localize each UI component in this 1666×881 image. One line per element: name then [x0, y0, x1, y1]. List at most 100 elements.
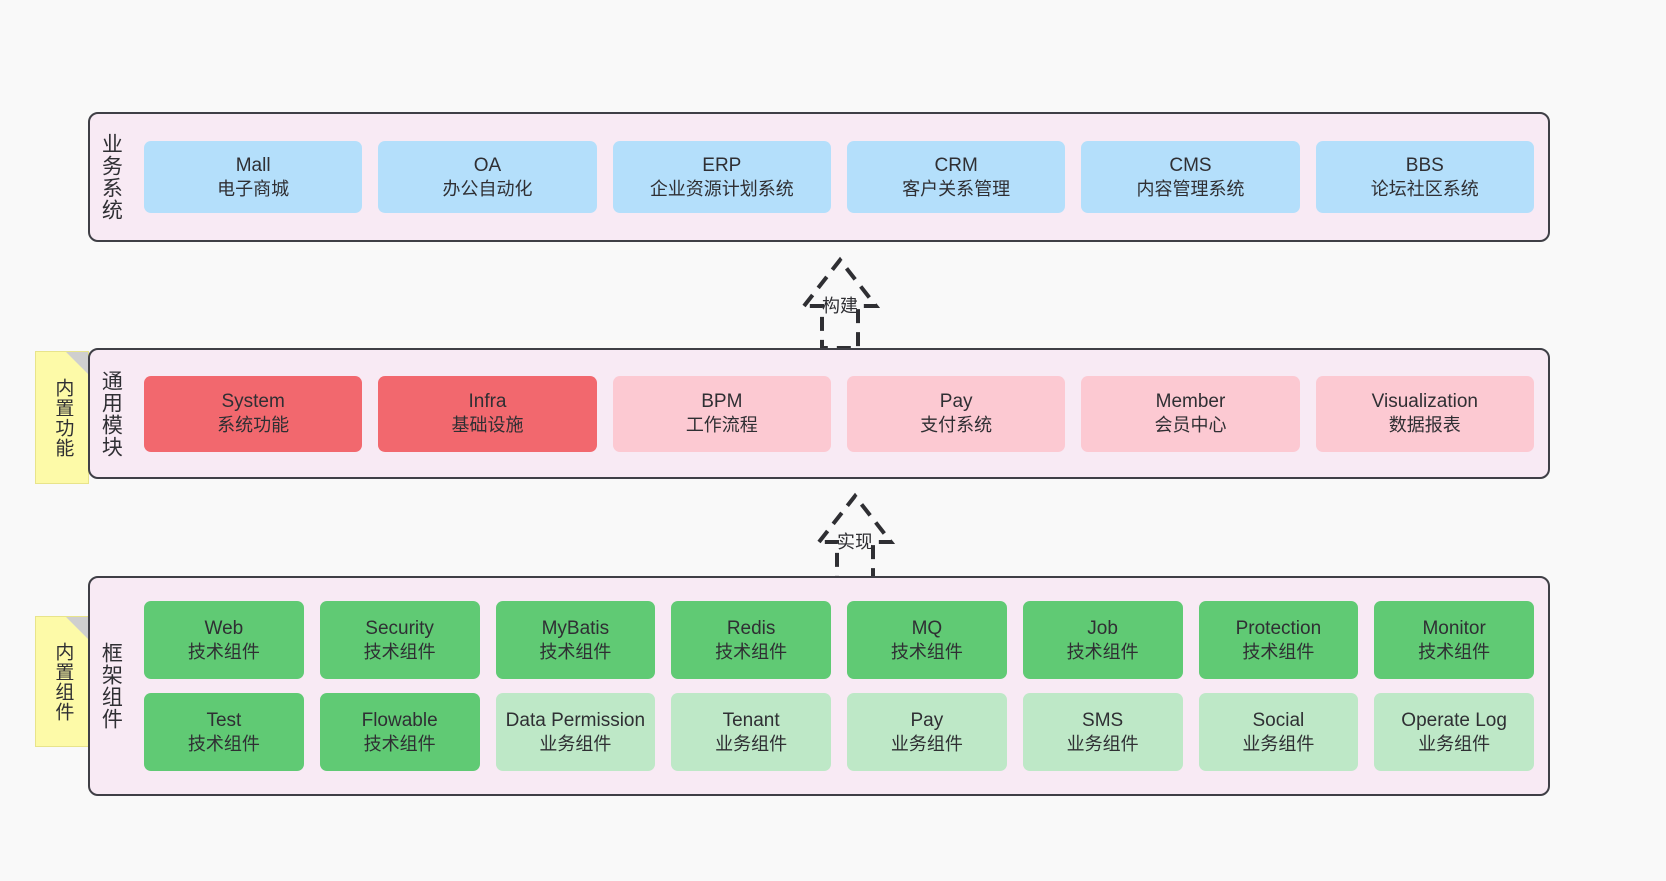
- node-crm-en: CRM: [934, 154, 978, 176]
- node-test-cn: 技术组件: [187, 733, 260, 754]
- node-oa-en: OA: [473, 154, 502, 176]
- layer-framework-row-1: Web 技术组件 Security 技术组件 MyBatis 技术组件 Redi…: [144, 601, 1534, 679]
- node-pay-component-cn: 业务组件: [890, 733, 963, 754]
- node-visualization-en: Visualization: [1371, 391, 1478, 413]
- node-security-en: Security: [365, 617, 434, 639]
- layer-business-row-1: Mall 电子商城 OA 办公自动化 ERP 企业资源计划系统 CRM 客户关系…: [144, 141, 1534, 213]
- node-cms-en: CMS: [1169, 154, 1212, 176]
- node-flowable-en: Flowable: [361, 709, 438, 731]
- node-flowable-cn: 技术组件: [363, 733, 436, 754]
- node-test[interactable]: Test 技术组件: [144, 693, 304, 771]
- node-web-en: Web: [204, 617, 244, 639]
- layer-title-business: 业务系统: [99, 133, 123, 221]
- connector-build: 构建: [755, 252, 925, 350]
- node-web-cn: 技术组件: [187, 641, 260, 662]
- dashed-hollow-arrow-up-icon: [814, 492, 896, 586]
- layer-framework-components: 框架组件 Web 技术组件 Security 技术组件 MyBatis 技术组件…: [88, 576, 1550, 796]
- node-redis-cn: 技术组件: [715, 641, 788, 662]
- dashed-hollow-arrow-up-icon: [799, 256, 881, 350]
- node-pay-module-cn: 支付系统: [920, 415, 993, 436]
- layer-title-framework: 框架组件: [99, 642, 123, 730]
- node-monitor-en: Monitor: [1422, 617, 1486, 639]
- node-bbs-cn: 论坛社区系统: [1370, 178, 1479, 199]
- node-sms-en: SMS: [1082, 709, 1124, 731]
- node-sms[interactable]: SMS 业务组件: [1022, 693, 1183, 771]
- layer-title-common: 通用模块: [99, 369, 123, 458]
- node-security-cn: 技术组件: [363, 641, 436, 662]
- node-operate-log-en: Operate Log: [1401, 709, 1507, 731]
- node-bbs[interactable]: BBS 论坛社区系统: [1315, 141, 1534, 213]
- node-oa-cn: 办公自动化: [442, 178, 533, 199]
- node-mall-en: Mall: [235, 154, 271, 176]
- node-mybatis[interactable]: MyBatis 技术组件: [495, 601, 656, 679]
- node-pay-module[interactable]: Pay 支付系统: [846, 375, 1066, 452]
- node-redis[interactable]: Redis 技术组件: [671, 601, 831, 679]
- node-mall-cn: 电子商城: [217, 178, 290, 199]
- node-mybatis-cn: 技术组件: [539, 641, 612, 662]
- node-job-en: Job: [1087, 617, 1118, 639]
- node-member-en: Member: [1155, 391, 1226, 413]
- node-crm-cn: 客户关系管理: [902, 178, 1011, 199]
- layer-body-business: Mall 电子商城 OA 办公自动化 ERP 企业资源计划系统 CRM 客户关系…: [130, 114, 1548, 240]
- node-pay-component[interactable]: Pay 业务组件: [847, 693, 1007, 771]
- note-builtin-features: 内置功能: [35, 351, 89, 484]
- node-web[interactable]: Web 技术组件: [144, 601, 304, 679]
- node-job[interactable]: Job 技术组件: [1022, 601, 1183, 679]
- note-builtin-features-label: 内置功能: [52, 377, 74, 458]
- node-operate-log[interactable]: Operate Log 业务组件: [1374, 693, 1534, 771]
- node-job-cn: 技术组件: [1066, 641, 1139, 662]
- node-bbs-en: BBS: [1405, 154, 1444, 176]
- node-erp-en: ERP: [702, 154, 742, 176]
- node-data-permission-en: Data Permission: [505, 709, 646, 731]
- node-erp[interactable]: ERP 企业资源计划系统: [612, 141, 831, 213]
- node-erp-cn: 企业资源计划系统: [649, 178, 794, 199]
- layer-business-systems: 业务系统 Mall 电子商城 OA 办公自动化 ERP 企业资源计划系统 CRM…: [88, 112, 1550, 242]
- node-crm[interactable]: CRM 客户关系管理: [846, 141, 1066, 213]
- node-security[interactable]: Security 技术组件: [319, 601, 480, 679]
- node-bpm[interactable]: BPM 工作流程: [612, 375, 831, 452]
- layer-common-row-1: System 系统功能 Infra 基础设施 BPM 工作流程 Pay 支付系统…: [144, 375, 1534, 452]
- node-pay-component-en: Pay: [910, 709, 944, 731]
- node-cms[interactable]: CMS 内容管理系统: [1081, 141, 1300, 213]
- node-data-permission[interactable]: Data Permission 业务组件: [495, 693, 656, 771]
- layer-body-framework: Web 技术组件 Security 技术组件 MyBatis 技术组件 Redi…: [130, 578, 1548, 794]
- node-mall[interactable]: Mall 电子商城: [144, 141, 363, 213]
- node-protection-en: Protection: [1235, 617, 1322, 639]
- node-mq[interactable]: MQ 技术组件: [847, 601, 1007, 679]
- node-operate-log-cn: 业务组件: [1418, 733, 1491, 754]
- connector-implement: 实现: [770, 488, 940, 586]
- node-protection[interactable]: Protection 技术组件: [1198, 601, 1359, 679]
- node-infra-cn: 基础设施: [451, 415, 524, 436]
- node-bpm-cn: 工作流程: [685, 415, 758, 436]
- node-social-en: Social: [1252, 709, 1305, 731]
- node-monitor[interactable]: Monitor 技术组件: [1374, 601, 1534, 679]
- node-social[interactable]: Social 业务组件: [1198, 693, 1359, 771]
- node-visualization-cn: 数据报表: [1388, 415, 1461, 436]
- node-oa[interactable]: OA 办公自动化: [378, 141, 597, 213]
- node-visualization[interactable]: Visualization 数据报表: [1315, 375, 1534, 452]
- node-social-cn: 业务组件: [1242, 733, 1315, 754]
- node-test-en: Test: [206, 709, 242, 731]
- note-builtin-components-label: 内置组件: [52, 641, 74, 722]
- node-system-en: System: [221, 391, 285, 413]
- node-redis-en: Redis: [726, 617, 776, 639]
- layer-body-common: System 系统功能 Infra 基础设施 BPM 工作流程 Pay 支付系统…: [130, 350, 1548, 477]
- node-flowable[interactable]: Flowable 技术组件: [319, 693, 480, 771]
- node-tenant[interactable]: Tenant 业务组件: [671, 693, 831, 771]
- node-infra[interactable]: Infra 基础设施: [378, 375, 597, 452]
- node-mq-en: MQ: [911, 617, 943, 639]
- node-tenant-cn: 业务组件: [715, 733, 788, 754]
- layer-framework-row-2: Test 技术组件 Flowable 技术组件 Data Permission …: [144, 693, 1534, 771]
- node-system-cn: 系统功能: [217, 415, 290, 436]
- node-protection-cn: 技术组件: [1242, 641, 1315, 662]
- note-builtin-components: 内置组件: [35, 616, 89, 747]
- node-pay-module-en: Pay: [939, 391, 973, 413]
- layer-common-modules: 通用模块 System 系统功能 Infra 基础设施 BPM 工作流程 Pay…: [88, 348, 1550, 479]
- node-system[interactable]: System 系统功能: [144, 375, 363, 452]
- node-bpm-en: BPM: [701, 391, 743, 413]
- node-sms-cn: 业务组件: [1066, 733, 1139, 754]
- node-member[interactable]: Member 会员中心: [1081, 375, 1300, 452]
- node-data-permission-cn: 业务组件: [539, 733, 612, 754]
- node-infra-en: Infra: [468, 391, 507, 413]
